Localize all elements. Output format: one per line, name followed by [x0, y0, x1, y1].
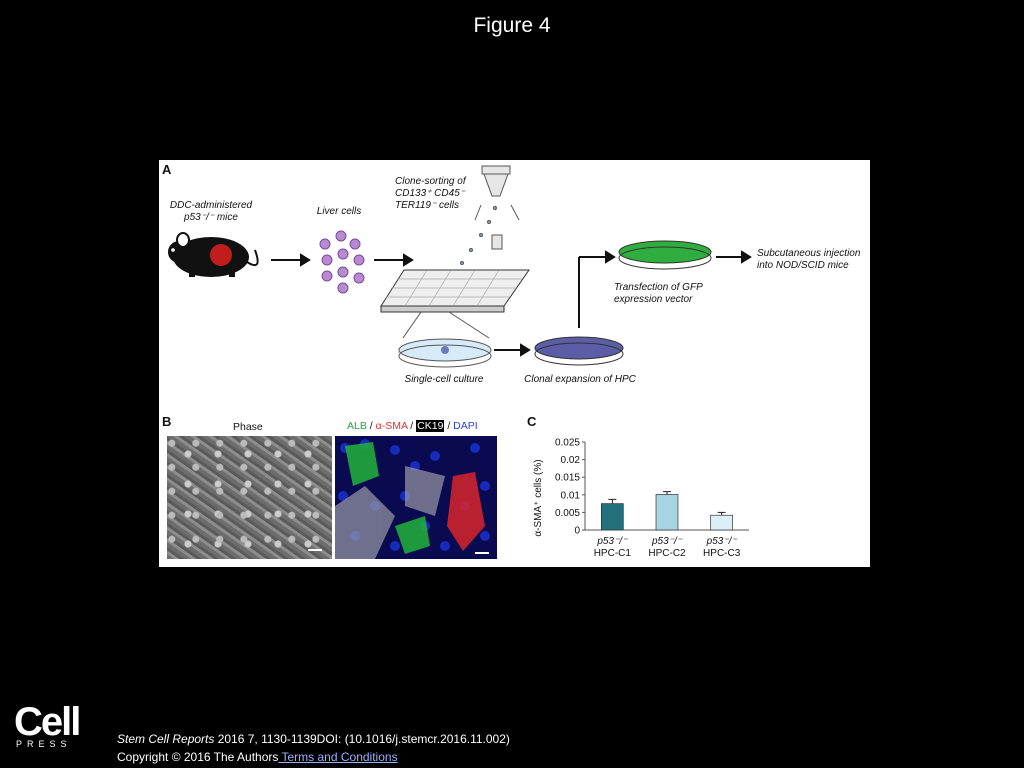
y-tick-label: 0.015: [555, 473, 580, 484]
x-tick-label-genotype: p53⁻/⁻: [706, 536, 738, 547]
fluorescence-image: [335, 436, 497, 559]
figure-panel: A B C: [159, 160, 870, 567]
y-tick-label: 0: [574, 526, 580, 537]
bar-1: [601, 504, 623, 530]
single-cell-dish-illustration: [399, 339, 491, 367]
well-plate-illustration: [381, 270, 529, 338]
x-tick-label-clone: HPC-C2: [648, 548, 686, 559]
x-tick-label-clone: HPC-C3: [703, 548, 741, 559]
panel-b-label: B: [162, 414, 171, 429]
bar-3: [711, 515, 733, 530]
fluorescence-legend: ALB / α-SMA / CK19 / DAPI: [347, 420, 478, 432]
clonal-expansion-caption: Clonal expansion of HPC: [515, 374, 645, 386]
y-tick-label: 0.005: [555, 508, 580, 519]
schematic-diagram: [159, 160, 870, 410]
bars: [601, 492, 732, 530]
bar-2: [656, 494, 678, 530]
x-tick-label-genotype: p53⁻/⁻: [651, 536, 683, 547]
y-tick-label: 0.01: [561, 490, 581, 501]
stain-sma-label: α-SMA: [376, 420, 408, 432]
mouse-illustration: [168, 233, 258, 277]
clonal-expansion-dish-illustration: [535, 337, 623, 365]
terms-link[interactable]: Terms and Conditions: [278, 750, 397, 764]
liver-cells-caption: Liver cells: [309, 206, 369, 218]
gfp-dish-illustration: [619, 241, 711, 269]
stain-dapi-label: DAPI: [453, 420, 478, 432]
svg-text:Cell: Cell: [14, 701, 79, 744]
y-tick-label: 0.02: [561, 455, 581, 466]
citation-journal: Stem Cell Reports: [117, 732, 214, 746]
phase-contrast-image: [167, 436, 332, 559]
phase-image-title: Phase: [233, 421, 263, 433]
single-cell-culture-caption: Single-cell culture: [395, 374, 493, 386]
stain-alb-label: ALB: [347, 420, 367, 432]
chart-ylabel: α-SMA⁺ cells (%): [533, 459, 544, 536]
alpha-sma-bar-chart: α-SMA⁺ cells (%) 0 0.005 0.01 0.015 0.02 0.02…: [527, 422, 767, 567]
copyright-line: Copyright © 2016 The Authors Terms and C…: [117, 748, 510, 766]
stain-ck19-label: CK19: [416, 420, 444, 432]
citation-line: Stem Cell Reports 2016 7, 1130-1139DOI: …: [117, 730, 510, 748]
y-tick-label: 0.025: [555, 438, 580, 449]
citation-block: Stem Cell Reports 2016 7, 1130-1139DOI: …: [117, 730, 510, 766]
x-tick-label-clone: HPC-C1: [594, 548, 632, 559]
cell-press-logo: Cell PRESS: [14, 701, 84, 749]
scale-bar: [308, 549, 322, 551]
liver-cells-illustration: [320, 231, 364, 293]
x-tick-label-genotype: p53⁻/⁻: [596, 536, 628, 547]
copyright-text: Copyright © 2016 The Authors: [117, 750, 278, 764]
svg-text:PRESS: PRESS: [16, 739, 72, 749]
citation-details: 2016 7, 1130-1139DOI: (10.1016/j.stemcr.…: [214, 732, 510, 746]
fluorescence-render: [335, 436, 497, 559]
slide-title: Figure 4: [0, 14, 1024, 38]
